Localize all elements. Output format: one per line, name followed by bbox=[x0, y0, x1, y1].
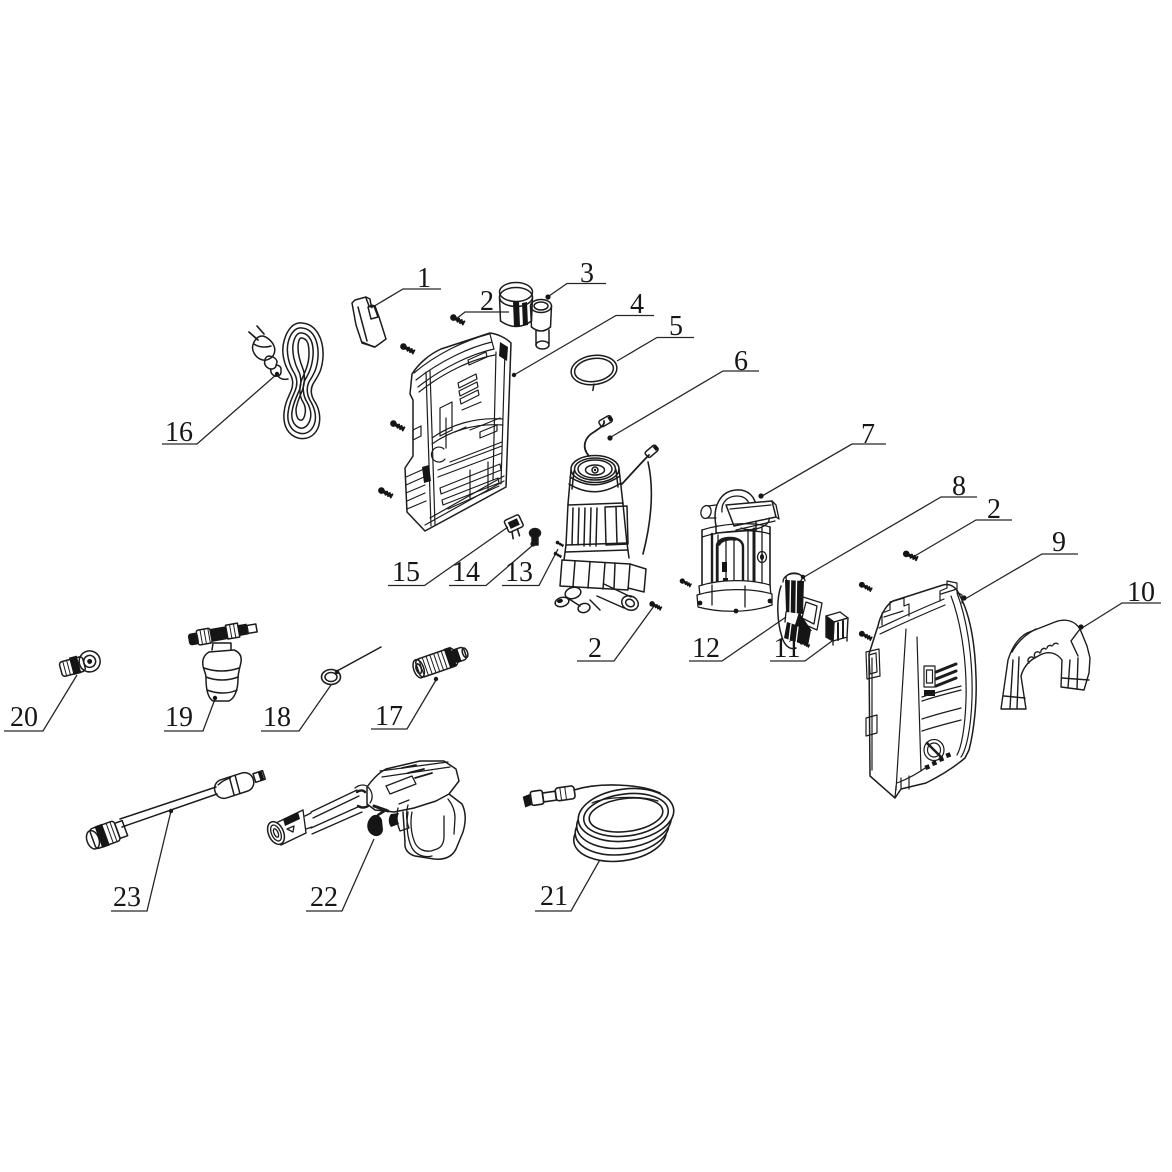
svg-text:6: 6 bbox=[734, 346, 748, 377]
svg-text:2: 2 bbox=[480, 286, 494, 317]
svg-text:13: 13 bbox=[505, 557, 533, 588]
svg-text:7: 7 bbox=[861, 419, 875, 450]
svg-text:23: 23 bbox=[113, 882, 141, 913]
svg-text:16: 16 bbox=[165, 417, 193, 448]
svg-text:5: 5 bbox=[669, 311, 683, 342]
svg-text:8: 8 bbox=[952, 471, 966, 502]
svg-text:2: 2 bbox=[987, 494, 1001, 525]
svg-text:2: 2 bbox=[588, 633, 602, 664]
svg-text:1: 1 bbox=[417, 263, 431, 294]
svg-text:21: 21 bbox=[540, 881, 568, 912]
svg-text:22: 22 bbox=[310, 882, 338, 913]
svg-text:20: 20 bbox=[10, 702, 38, 733]
svg-text:17: 17 bbox=[375, 701, 403, 732]
svg-text:12: 12 bbox=[692, 633, 720, 664]
svg-text:15: 15 bbox=[392, 557, 420, 588]
svg-text:4: 4 bbox=[630, 289, 644, 320]
svg-text:10: 10 bbox=[1127, 577, 1155, 608]
svg-text:14: 14 bbox=[452, 557, 480, 588]
svg-text:19: 19 bbox=[165, 702, 193, 733]
svg-text:3: 3 bbox=[580, 258, 594, 289]
svg-text:18: 18 bbox=[263, 702, 291, 733]
svg-text:9: 9 bbox=[1052, 527, 1066, 558]
